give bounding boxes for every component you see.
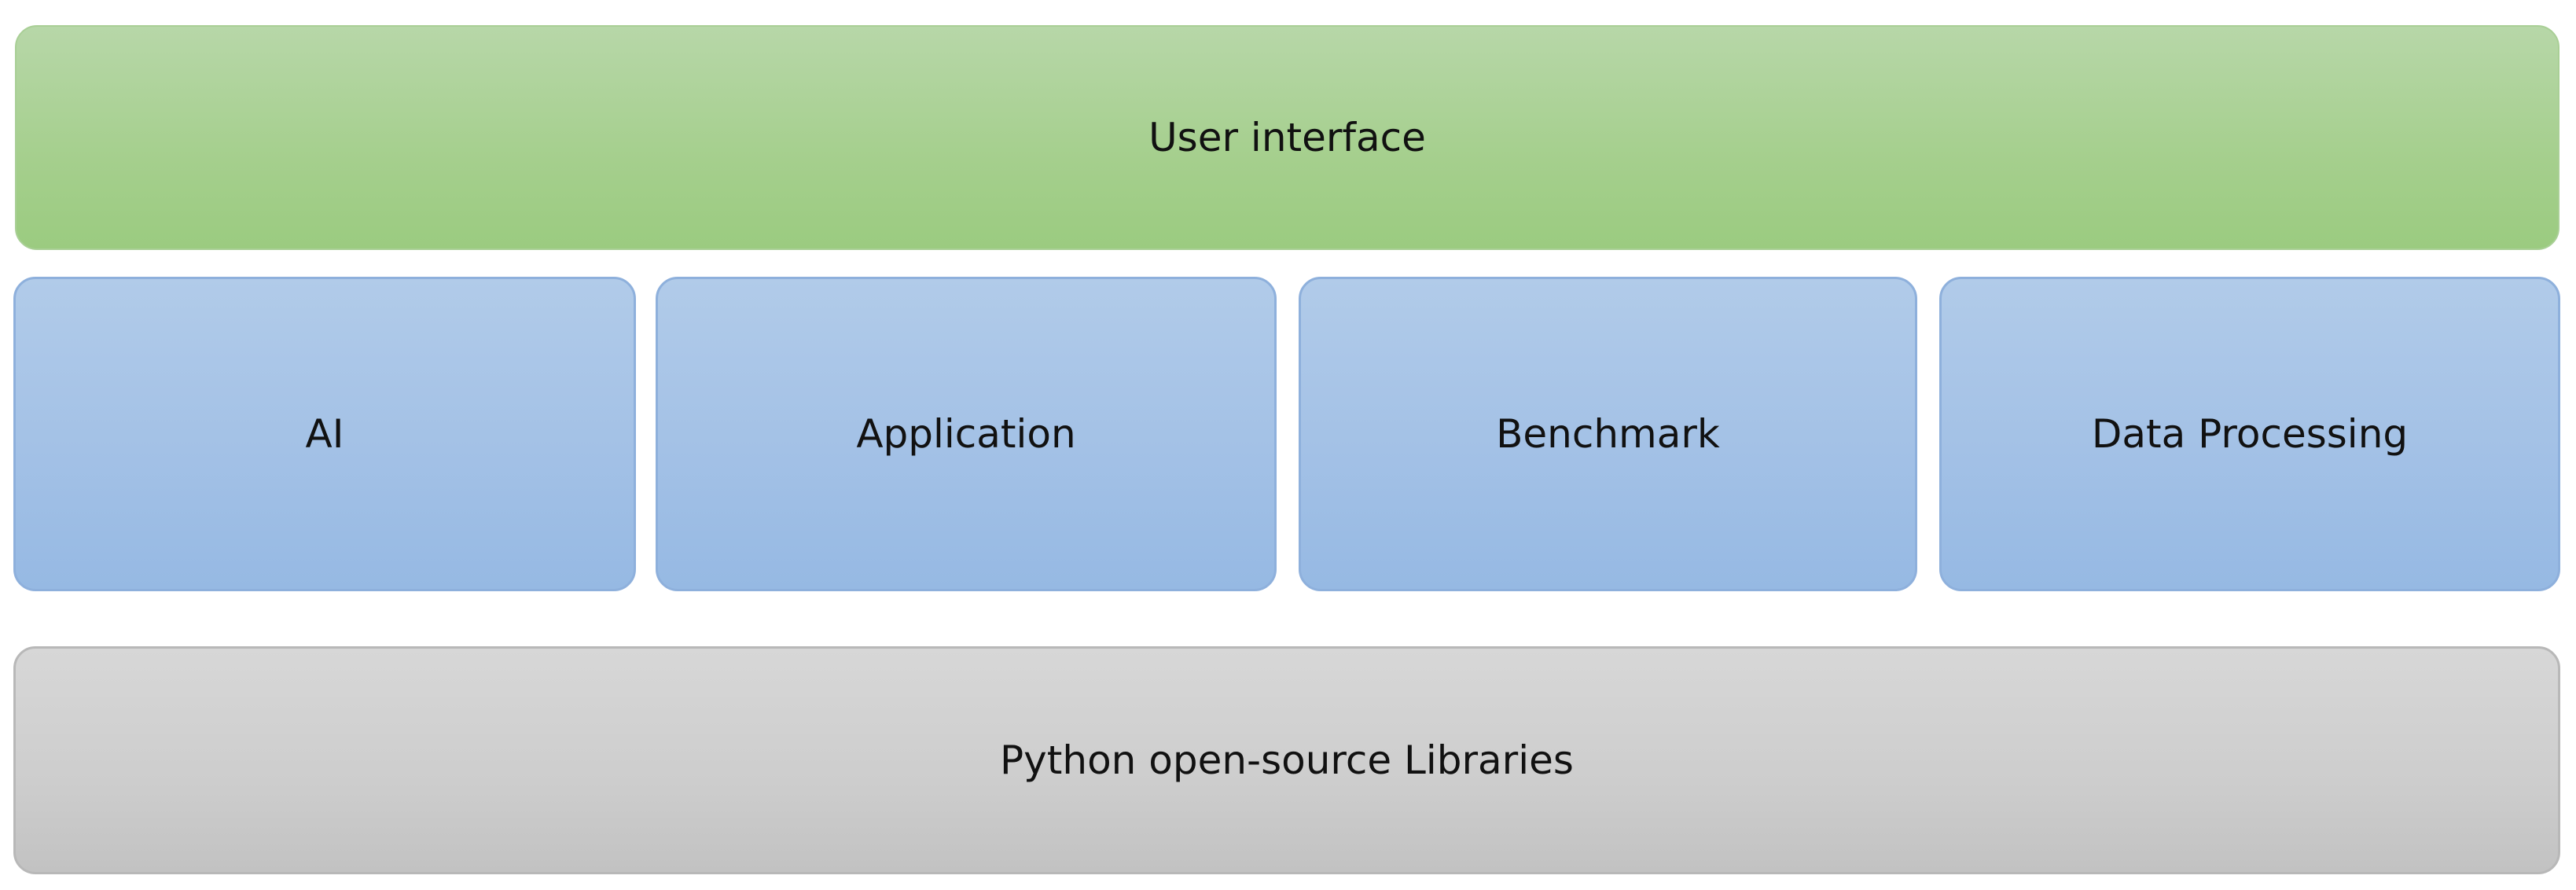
module-data-processing: Data Processing [1939,277,2560,591]
module-benchmark-label: Benchmark [1496,411,1720,457]
libraries-layer: Python open-source Libraries [13,646,2560,874]
user-interface-label: User interface [1148,115,1426,160]
libraries-label: Python open-source Libraries [1000,737,1574,783]
module-application: Application [656,277,1277,591]
user-interface-layer: User interface [15,25,2559,250]
module-data-processing-label: Data Processing [2091,411,2409,457]
module-benchmark: Benchmark [1299,277,1917,591]
module-ai: AI [13,277,636,591]
module-application-label: Application [856,411,1076,457]
module-ai-label: AI [305,411,344,457]
